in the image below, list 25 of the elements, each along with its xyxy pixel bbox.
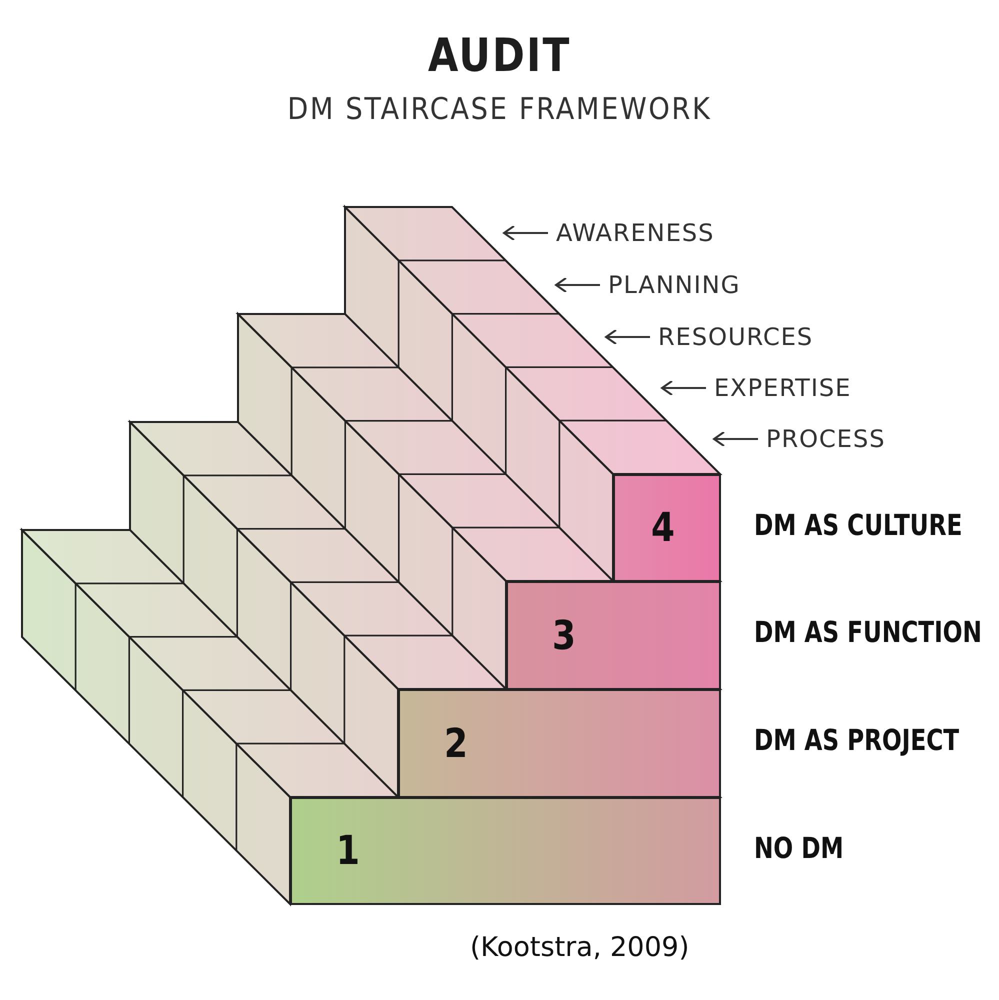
step-number: 1 — [336, 828, 360, 874]
arrow — [555, 277, 600, 293]
level-label: NO DM — [754, 830, 844, 864]
arrow — [661, 380, 706, 396]
step-number: 4 — [651, 505, 675, 551]
level-label: DM AS CULTURE — [754, 508, 962, 542]
source-citation: (Kootstra, 2009) — [470, 932, 690, 963]
step-front-face — [613, 474, 721, 582]
step-number: 3 — [552, 612, 576, 658]
level-label: DM AS PROJECT — [754, 723, 960, 757]
subtitle: DM STAIRCASE FRAMEWORK — [286, 92, 713, 127]
dimension-label: EXPERTISE — [714, 374, 852, 402]
arrow — [605, 329, 650, 345]
dimension-label: PLANNING — [608, 271, 740, 299]
step-front-face — [506, 581, 721, 690]
step-number: 2 — [444, 720, 468, 766]
dimension-label: RESOURCES — [658, 323, 814, 351]
arrow — [503, 225, 548, 241]
arrow — [713, 431, 758, 447]
step-front-face — [290, 797, 721, 905]
step-front-face — [398, 689, 721, 798]
dimension-label: PROCESS — [766, 425, 886, 453]
title: AUDIT — [427, 28, 572, 82]
level-label: DM AS FUNCTION — [754, 615, 982, 649]
dimension-label: AWARENESS — [556, 219, 714, 247]
